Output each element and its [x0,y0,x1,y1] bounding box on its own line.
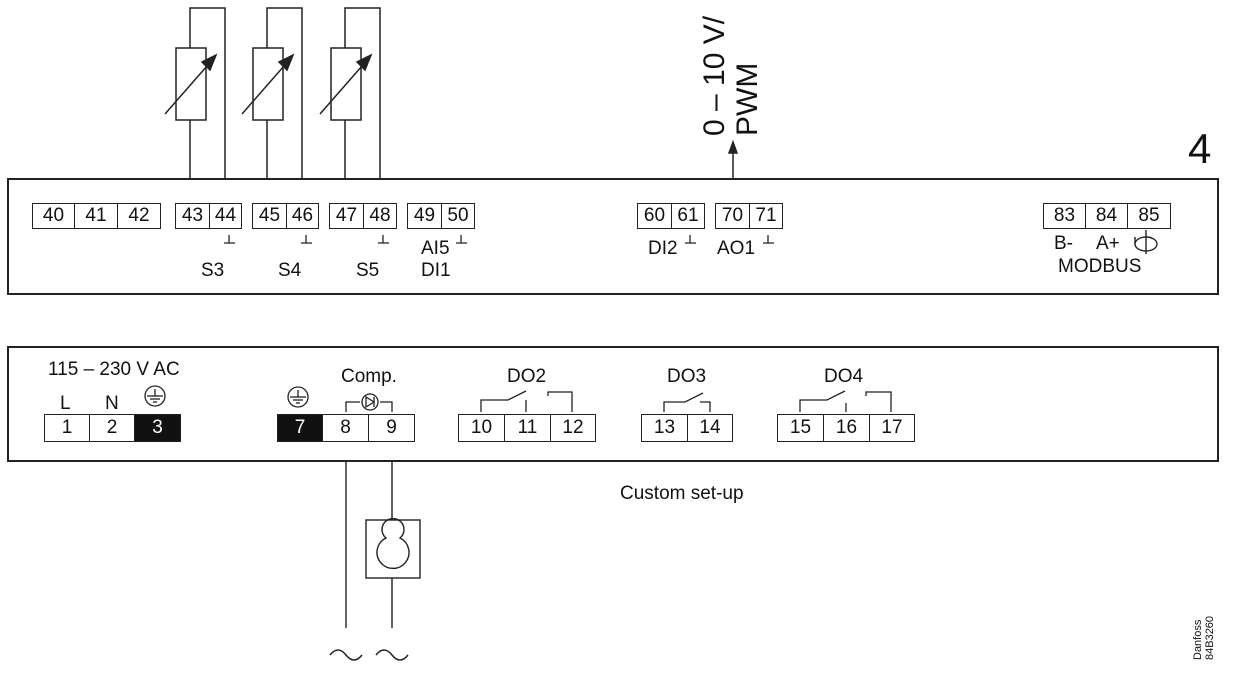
lower-terminal-panel [7,346,1219,462]
do4-label: DO4 [824,366,864,387]
do3-label: DO3 [667,366,707,387]
terminal-70: 70 [715,203,750,229]
terminal-12: 12 [550,414,596,442]
label-ao1: AO1 [717,238,756,259]
terminal-15: 15 [777,414,824,442]
do3-relay-contact-icon [663,392,711,412]
doc-ref-line2: 84B3260 [1204,615,1216,660]
figure-number: 4 [1188,125,1212,172]
supply-label: 115 – 230 V AC [48,359,180,380]
output-label-line2: PWM [731,62,764,136]
label-s5: S5 [356,260,380,281]
label-a-plus: A+ [1096,233,1120,254]
sensor-s5-icon [319,7,381,178]
earth-ground-icon [144,385,166,407]
terminal-45: 45 [252,203,287,229]
terminal-1: 1 [44,414,90,442]
terminal-7: 7 [277,414,323,442]
label-ai5: AI5 [421,238,450,259]
terminal-84: 84 [1085,203,1128,229]
terminal-14: 14 [687,414,733,442]
compressor-symbol-icon [345,393,393,412]
terminal-3: 3 [134,414,181,442]
terminal-8: 8 [322,414,369,442]
do4-relay-contact-icon [799,390,892,412]
do2-label: DO2 [507,366,547,387]
terminal-48: 48 [363,203,397,229]
terminal-83: 83 [1043,203,1086,229]
terminal-40: 40 [32,203,75,229]
label-b-minus: B- [1054,233,1073,254]
ac-supply-icon [329,649,409,661]
label-s4: S4 [278,260,302,281]
output-label-line1: 0 – 10 V/ [698,15,731,136]
label-di2: DI2 [648,238,678,259]
caption: Custom set-up [620,483,744,504]
terminal-2: 2 [89,414,135,442]
terminal-49: 49 [407,203,442,229]
comp-label: Comp. [341,366,397,387]
terminal-10: 10 [458,414,505,442]
terminal-16: 16 [823,414,870,442]
terminal-85: 85 [1127,203,1171,229]
terminal-61: 61 [671,203,705,229]
terminal-60: 60 [637,203,672,229]
earth-ground-icon-7 [287,386,309,408]
terminal-44: 44 [209,203,242,229]
terminal-46: 46 [286,203,319,229]
terminal-47: 47 [329,203,364,229]
terminal-41: 41 [74,203,118,229]
doc-ref-line1: Danfoss [1192,619,1204,660]
shield-icon [1134,230,1158,254]
compressor-load-icon [345,462,421,628]
terminal-13: 13 [641,414,688,442]
sensor-s4-icon [241,7,303,178]
label-l: L [60,393,71,414]
terminal-42: 42 [117,203,161,229]
label-modbus: MODBUS [1058,256,1142,277]
terminal-17: 17 [869,414,915,442]
sensor-s3-icon [164,7,226,178]
terminal-71: 71 [749,203,783,229]
ground-tick-icons [224,235,774,244]
terminal-50: 50 [441,203,475,229]
terminal-11: 11 [504,414,551,442]
terminal-9: 9 [368,414,415,442]
label-di1: DI1 [421,260,451,281]
upper-terminal-panel [7,178,1219,295]
label-s3: S3 [201,260,225,281]
terminal-43: 43 [175,203,210,229]
analog-output-arrow-icon [727,139,739,178]
do2-relay-contact-icon [480,390,573,412]
label-n: N [105,393,119,414]
